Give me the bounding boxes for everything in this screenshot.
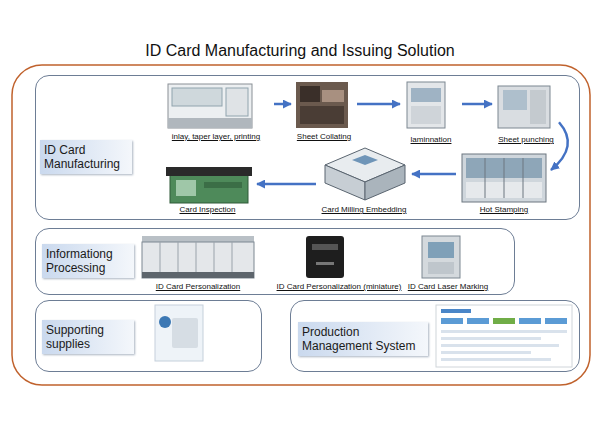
- hot-stamping-machine: [523, 158, 524, 198]
- management-screenshot: [441, 337, 541, 340]
- hologram-overlay-sample: [159, 316, 171, 328]
- collating-machine: [322, 90, 344, 102]
- milling-machine: [365, 165, 405, 200]
- machine-caption: inlay, taper layer, printing: [172, 132, 260, 142]
- machine-box: Card Inspection: [160, 160, 255, 215]
- management-screenshot: [436, 305, 572, 367]
- mini-personalization-machine: [312, 244, 338, 250]
- machine-caption: ID Card Personalization: [156, 282, 240, 292]
- inspection-machine: [166, 167, 252, 176]
- personalization-machine: [142, 236, 254, 278]
- lamination-machine: [407, 82, 445, 128]
- machine-caption: Hot Stamping: [480, 205, 528, 215]
- machine-box: inlay, taper layer, printing: [160, 80, 272, 142]
- flow-arrow: [274, 103, 291, 106]
- management-screenshot: [545, 318, 567, 324]
- milling-machine: [325, 165, 365, 200]
- inlay-machine: [168, 84, 252, 128]
- laser-marking-machine: [428, 242, 454, 258]
- collating-machine: [296, 82, 348, 128]
- machine-box: ID Card Personalization: [138, 232, 258, 292]
- flow-arrow: [257, 183, 316, 186]
- management-screenshot: [467, 318, 489, 324]
- hot-stamping-machine: [504, 158, 505, 198]
- section-band: Informationg Processing ID Card Personali…: [35, 228, 515, 295]
- flow-arrow: [551, 122, 568, 170]
- management-screenshot: [441, 330, 567, 333]
- personalization-machine: [142, 236, 254, 242]
- management-screenshot: [441, 358, 551, 361]
- outer-frame: [12, 65, 590, 385]
- collating-machine: [300, 86, 320, 102]
- punching-machine: [498, 86, 550, 128]
- section-label: Supporting supplies: [42, 320, 134, 354]
- machine-caption: Sheet punching: [498, 135, 554, 145]
- inspection-machine: [170, 175, 248, 203]
- management-screenshot: [493, 318, 515, 324]
- flow-arrow: [357, 103, 400, 106]
- management-screenshot: [441, 344, 559, 347]
- hot-stamping-machine: [462, 154, 546, 202]
- inlay-machine: [168, 118, 252, 128]
- machine-box: ID Card Personalization (miniature): [265, 232, 413, 292]
- section-band: Supporting supplies: [35, 300, 262, 372]
- lamination-machine: [407, 82, 445, 128]
- machine-caption: Card Milling Embedding: [322, 205, 407, 215]
- management-screenshot: [441, 318, 463, 324]
- hologram-overlay-sample: [172, 318, 198, 348]
- mini-personalization-machine: [316, 262, 334, 265]
- personalization-machine: [142, 272, 254, 278]
- inlay-machine: [172, 88, 222, 106]
- section-band: ID Card Manufacturing inlay, taper layer,…: [35, 75, 580, 220]
- mini-personalization-machine: [306, 236, 344, 278]
- inlay-machine: [226, 88, 248, 116]
- management-screenshot: [441, 309, 471, 313]
- collating-machine: [300, 106, 344, 124]
- hologram-overlay-sample: [155, 305, 203, 361]
- hot-stamping-machine: [462, 154, 546, 202]
- machine-caption: ID Card Personalization (miniature): [277, 282, 402, 292]
- laser-marking-machine: [428, 262, 454, 274]
- section-label: Informationg Processing: [42, 244, 134, 278]
- personalization-machine: [142, 242, 254, 278]
- section-label: Production Management System: [298, 322, 428, 356]
- flow-arrow: [462, 103, 492, 106]
- mini-personalization-machine: [306, 236, 344, 278]
- management-screenshot: [436, 305, 572, 367]
- machine-caption: ID Card Laser Marking: [408, 282, 488, 292]
- lamination-machine: [411, 106, 441, 124]
- machine-box: ID Card Laser Marking: [405, 232, 491, 292]
- machine-caption: laminnation: [411, 135, 452, 145]
- management-screenshot: [441, 351, 531, 354]
- punching-machine: [503, 90, 527, 110]
- flow-arrow: [412, 173, 456, 176]
- inspection-machine: [204, 182, 242, 188]
- section-band: Production Management System: [290, 300, 580, 372]
- collating-machine: [296, 82, 348, 128]
- lamination-machine: [411, 88, 441, 102]
- section-label: ID Card Manufacturing: [40, 140, 132, 174]
- inspection-machine: [166, 167, 252, 203]
- laser-marking-machine: [422, 236, 460, 278]
- management-screenshot: [519, 318, 541, 324]
- punching-machine: [530, 90, 546, 124]
- machine-box: Hot Stamping: [458, 150, 550, 215]
- machine-caption: Sheet Collating: [297, 132, 351, 142]
- diagram-title: ID Card Manufacturing and Issuing Soluti…: [0, 41, 600, 60]
- inspection-machine: [176, 180, 196, 196]
- machine-box: Sheet Collating: [293, 80, 355, 142]
- machine-box: Sheet punching: [494, 80, 558, 145]
- laser-marking-machine: [422, 236, 460, 278]
- hot-stamping-machine: [485, 158, 486, 198]
- machine-box: Card Milling Embedding: [318, 145, 410, 215]
- punching-machine: [498, 86, 550, 128]
- milling-machine: [352, 155, 378, 165]
- machine-caption: Card Inspection: [179, 205, 235, 215]
- milling-machine: [325, 148, 405, 200]
- machine-box: laminnation: [402, 80, 460, 145]
- inlay-machine: [168, 84, 252, 128]
- hologram-overlay-sample: [155, 305, 203, 361]
